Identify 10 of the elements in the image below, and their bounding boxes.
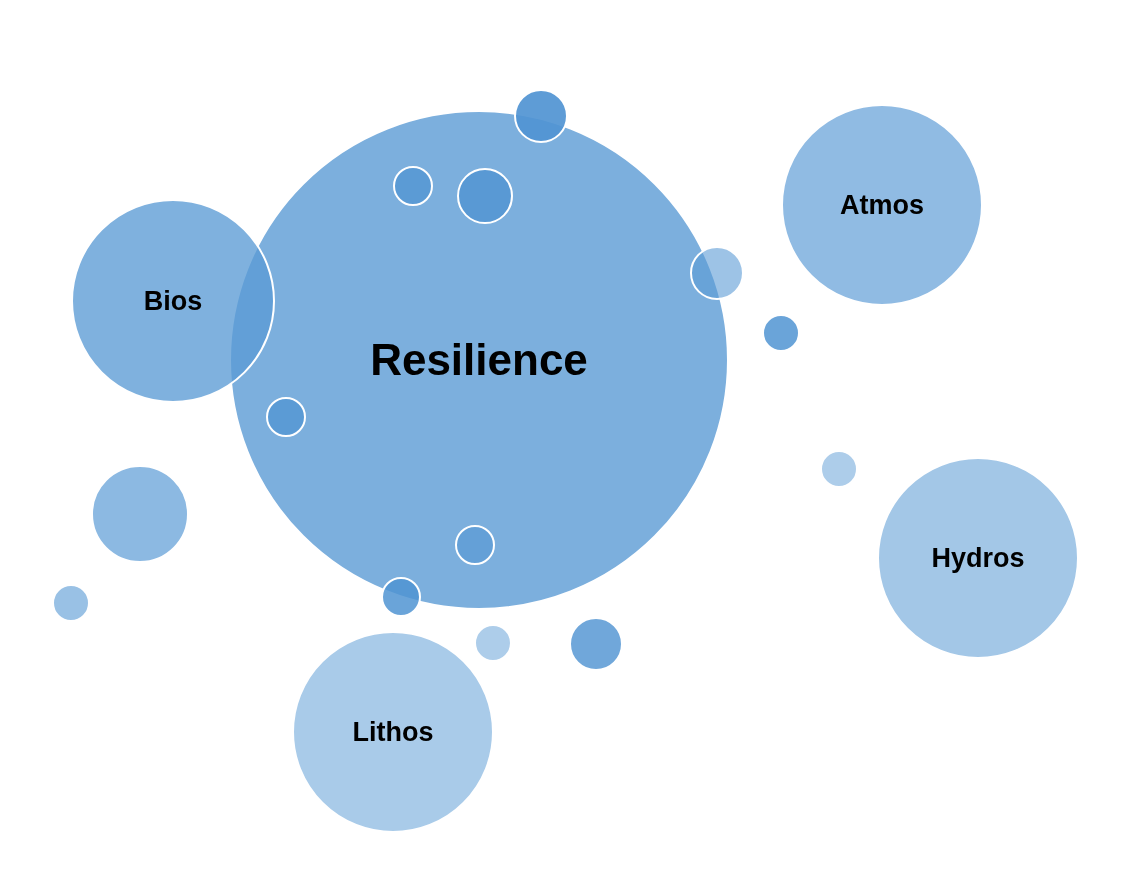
small-circle (455, 525, 495, 565)
node-label: Atmos (840, 189, 924, 221)
node-label: Bios (143, 285, 203, 317)
node-label: Hydros (931, 542, 1025, 574)
small-circle (393, 166, 433, 206)
small-circle (266, 397, 306, 437)
node-label: Lithos (352, 716, 434, 748)
small-circle (381, 577, 421, 617)
small-circle (457, 168, 513, 224)
node-label: Resilience (370, 335, 588, 385)
